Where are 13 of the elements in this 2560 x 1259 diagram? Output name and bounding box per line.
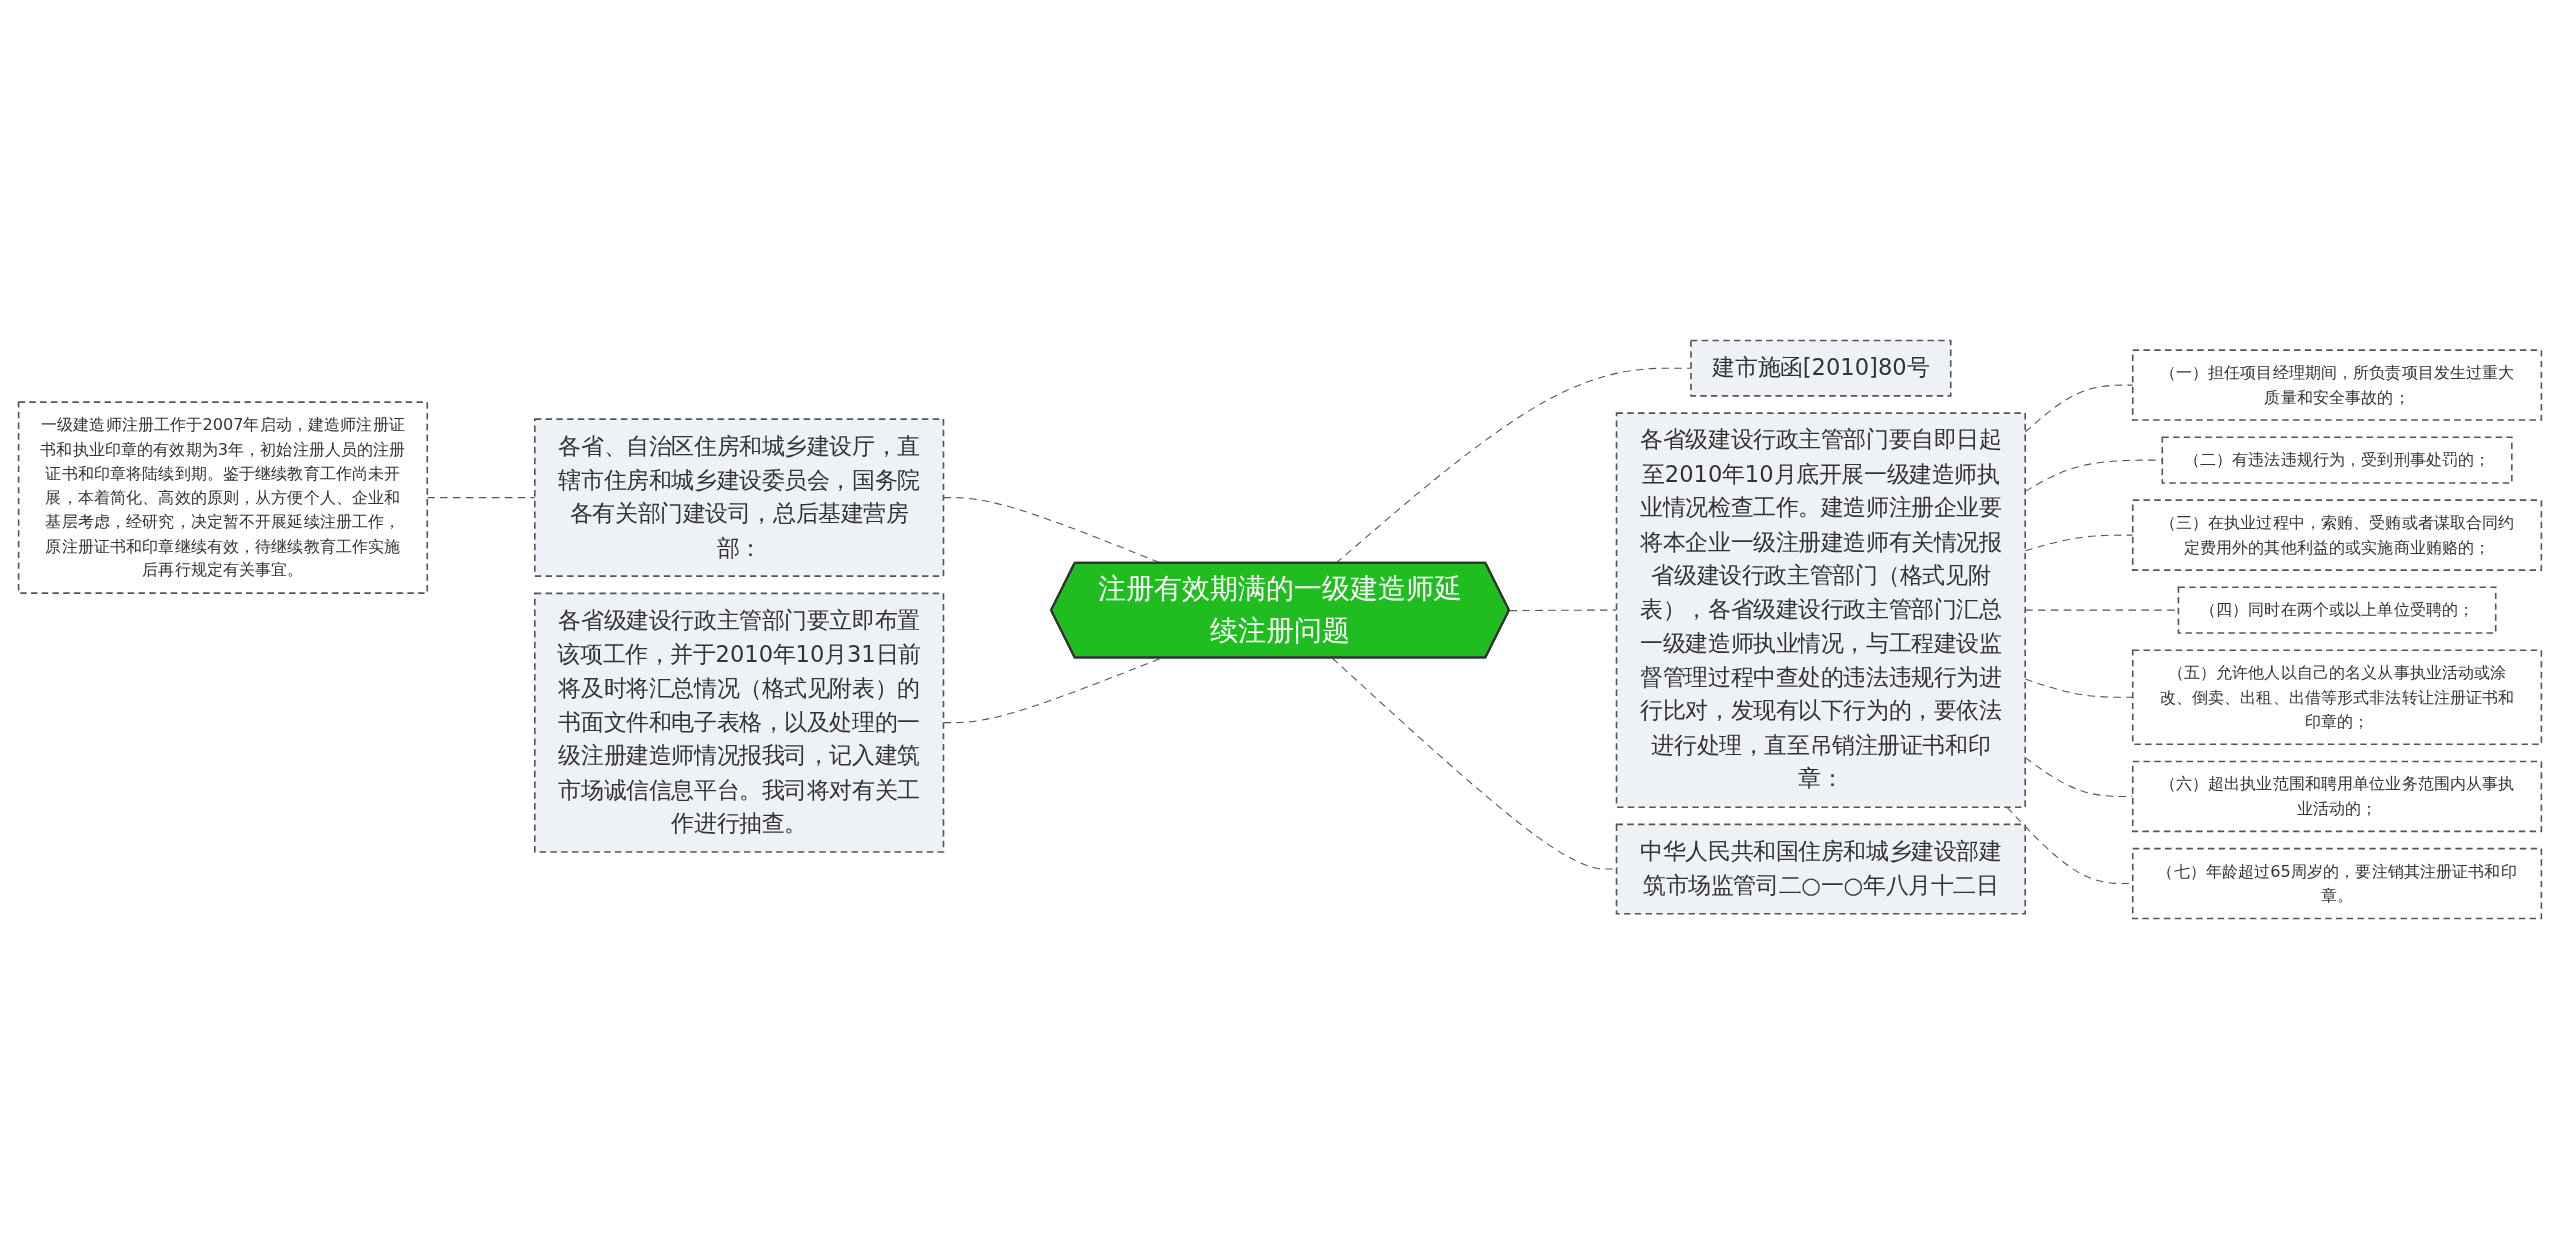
node-box: （四）同时在两个或以上单位受聘的； <box>2177 586 2497 634</box>
node-box: （一）担任项目经理期间，所负责项目发生过重大质量和安全事故的； <box>2131 349 2543 421</box>
node-box: 各省、自治区住房和城乡建设厅，直辖市住房和城乡建设委员会，国务院各有关部门建设司，总后基建营房部： <box>534 418 945 577</box>
node-box: 各省级建设行政主管部门要立即布置该项工作，并于2010年10月31日前将及时将汇总情况（格式见附表）的书面文件和电子表格，以及处理的一级注册建造师情况报我司，记入建筑市场诚信信息平台。我司将对有关工作进行抽查。 <box>534 592 945 853</box>
node-box: （六）超出执业范围和聘用单位业务范围内从事执业活动的； <box>2131 760 2543 833</box>
node-box: 一级建造师注册工作于2007年启动，建造师注册证书和执业印章的有效期为3年，初始注册人员的注册证书和印章将陆续到期。鉴于继续教育工作尚未开展，本着简化、高效的原则，从方便个人、企业和基层考虑，经研究，决定暂不开展延续注册工作，原注册证书和印章继续有效，待继续教育工作实施后再行规定有关事宜。 <box>17 401 429 594</box>
node-box: 建市施函[2010]80号 <box>1690 339 1952 397</box>
node-box: （三）在执业过程中，索贿、受贿或者谋取合同约定费用外的其他利益的或实施商业贿赂的； <box>2131 499 2543 571</box>
node-box: （二）有违法违规行为，受到刑事处罚的； <box>2161 436 2513 484</box>
node-box: （五）允许他人以自己的名义从事执业活动或涂改、倒卖、出租、出借等形式非法转让注册证书和印章的； <box>2131 649 2543 746</box>
node-box: 中华人民共和国住房和城乡建设部建筑市场监管司二○一○年八月十二日 <box>1615 823 2026 915</box>
node-box: 各省级建设行政主管部门要自即日起至2010年10月底开展一级建造师执业情况检查工作。建造师注册企业要将本企业一级注册建造师有关情况报省级建设行政主管部门（格式见附表），各省级建设行政主管部门汇总一级建造师执业情况，与工程建设监督管理过程中查处的违法违规行为进行比对，发现有以下行为的，要依法进行处理，直至吊销注册证书和印章： <box>1615 412 2026 809</box>
node-box: （七）年龄超过65周岁的，要注销其注册证书和印章。 <box>2131 847 2543 920</box>
